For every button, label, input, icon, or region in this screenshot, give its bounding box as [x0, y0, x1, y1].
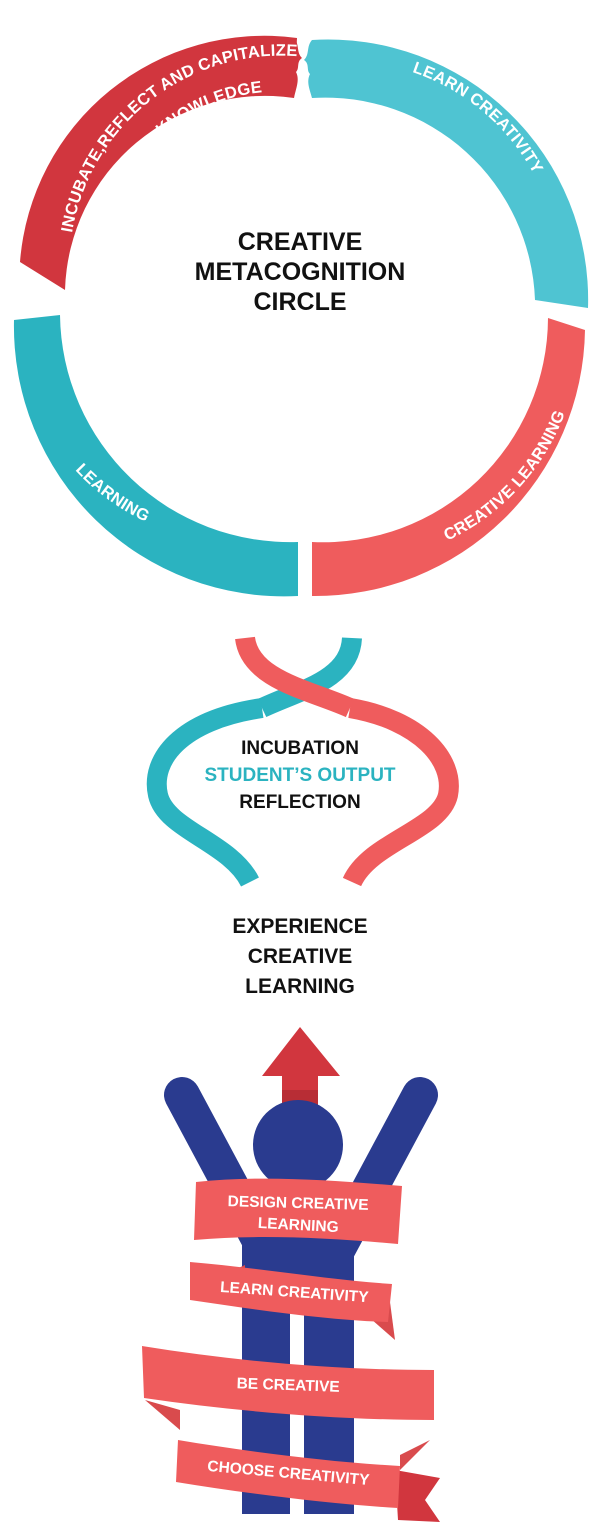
- ribbon-fold: [145, 1400, 180, 1430]
- circle-title: CREATIVE METACOGNITION CIRCLE: [180, 227, 420, 317]
- segment-learn-creativity: [312, 39, 589, 309]
- helix-strand-right: [342, 698, 459, 887]
- segment-experience: [13, 315, 298, 597]
- helix-strand-top-red: [235, 635, 355, 718]
- figure-head: [253, 1100, 343, 1190]
- helix-strand-top-teal: [257, 636, 362, 718]
- experience-title-line-1: EXPERIENCE: [232, 915, 368, 938]
- helix-line-students-output: STUDENT’S OUTPUT: [204, 765, 396, 786]
- segment-design: [312, 318, 585, 597]
- figure: DESIGN CREATIVE LEARNING LEARN CREATIVIT…: [142, 1027, 440, 1522]
- segment-incubate: [20, 35, 297, 291]
- ribbon-learn-creativity: [190, 1262, 392, 1322]
- ribbon-label-design-2: LEARNING: [257, 1215, 339, 1236]
- face-profile-top: [294, 38, 302, 98]
- experience-title-line-3: LEARNING: [245, 975, 355, 998]
- ribbon-label-design-1: DESIGN CREATIVE: [227, 1193, 368, 1214]
- ribbon-label-be-creative: BE CREATIVE: [236, 1375, 340, 1396]
- ribbon-be-creative: [142, 1346, 434, 1420]
- ribbon-tail: [395, 1470, 440, 1522]
- ribbon-fold: [400, 1440, 430, 1470]
- helix-text: INCUBATION STUDENT’S OUTPUT REFLECTION: [150, 735, 450, 816]
- circle-title-line-3: CIRCLE: [253, 288, 347, 316]
- up-arrow-icon: [262, 1027, 340, 1142]
- circle-title-line-1: CREATIVE: [237, 228, 363, 256]
- helix-line-reflection: REFLECTION: [239, 792, 361, 813]
- helix-strand-left: [146, 698, 264, 888]
- face-profile-bottom-right: [312, 542, 318, 596]
- ribbon-choose-creativity: [176, 1440, 400, 1508]
- face-profile-bottom: [292, 542, 298, 596]
- ribbon-design-creative-learning: [194, 1178, 402, 1244]
- experience-title: EXPERIENCE CREATIVE LEARNING: [150, 912, 450, 1002]
- circle-title-line-2: METACOGNITION: [194, 258, 406, 286]
- helix-line-incubation: INCUBATION: [241, 738, 359, 759]
- experience-title-line-2: CREATIVE: [247, 945, 353, 968]
- helix: [146, 635, 459, 888]
- face-profile-top-right: [304, 40, 312, 98]
